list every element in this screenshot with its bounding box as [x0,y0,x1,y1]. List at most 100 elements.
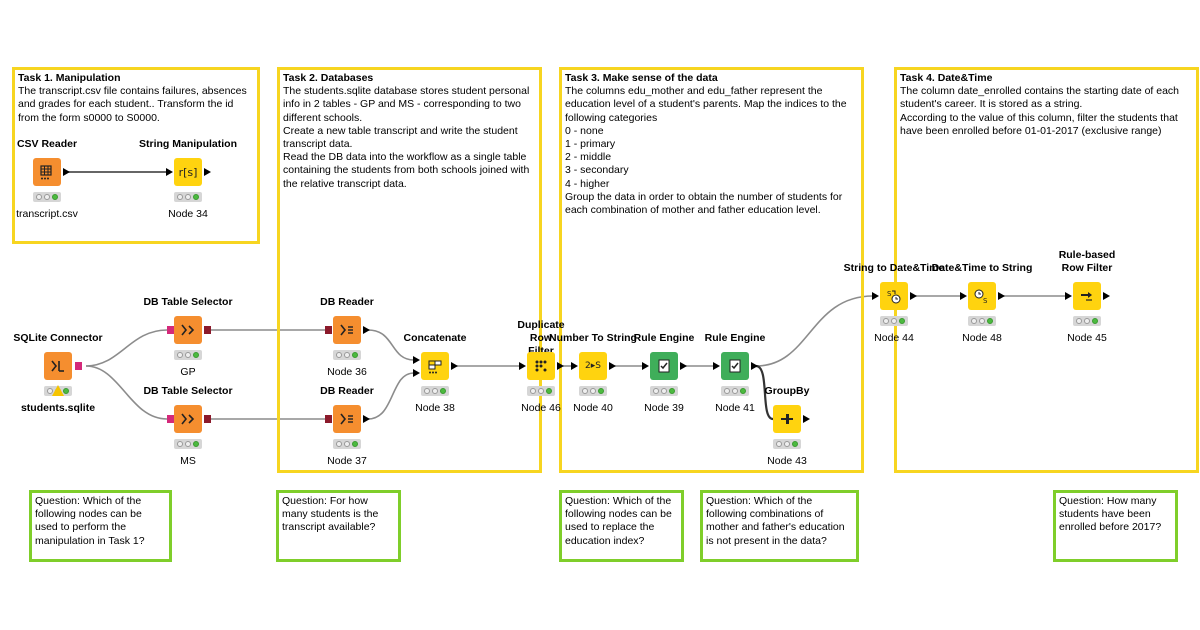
node-label: Node 48 [962,332,1002,344]
output-port[interactable] [680,362,687,370]
task4-body: The column date_enrolled contains the st… [900,85,1180,137]
status-indicator [968,316,996,326]
node-label: transcript.csv [16,208,78,220]
node-name: GroupBy [764,385,810,397]
status-indicator [174,439,202,449]
edge-reader37-to-concat [367,372,415,420]
output-port[interactable] [751,362,758,370]
node-label: Node 43 [767,455,807,467]
duplicate-filter-icon [527,352,555,380]
input-port[interactable] [713,362,720,370]
output-port[interactable] [451,362,458,370]
edge-sqlite-to-gp [85,329,168,367]
db-selector-icon [174,316,202,344]
status-indicator [773,439,801,449]
output-port[interactable] [204,168,211,176]
question2-text: Question: For how many students is the t… [282,495,382,534]
db-output-port[interactable] [204,415,211,423]
output-port[interactable] [998,292,1005,300]
db-input-port[interactable] [325,326,332,334]
node-name: SQLite Connector [13,332,103,344]
input-port-2[interactable] [413,369,420,377]
output-port[interactable] [363,415,370,423]
node-name: CSV Reader [16,138,78,150]
string-icon: r[s] [174,158,202,186]
node-name: DB Table Selector [143,385,233,397]
question4-annotation: Question: Which of the following combina… [700,490,859,562]
question3-annotation: Question: Which of the following nodes c… [559,490,684,562]
input-port[interactable] [571,362,578,370]
rule-engine-icon [650,352,678,380]
question5-text: Question: How many students have been en… [1059,495,1162,534]
status-indicator [174,350,202,360]
status-indicator [579,386,607,396]
db-input-port[interactable] [167,326,174,334]
status-indicator [33,192,61,202]
db-input-port[interactable] [167,415,174,423]
status-indicator [421,386,449,396]
node-label: Node 41 [715,402,755,414]
task1-title: Task 1. Manipulation [18,72,121,84]
input-port[interactable] [642,362,649,370]
db-input-port[interactable] [325,415,332,423]
node-label: Node 38 [415,402,455,414]
output-port[interactable] [609,362,616,370]
status-indicator [880,316,908,326]
node-name: Rule Engine [704,332,766,344]
input-port[interactable] [166,168,173,176]
rule-engine-icon [721,352,749,380]
input-port[interactable] [1065,292,1072,300]
question1-text: Question: Which of the following nodes c… [35,495,145,547]
node-name: String to Date&Time [843,262,945,274]
node-name: Number To String [549,332,637,344]
db-selector-icon [174,405,202,433]
task3-body: The columns edu_mother and edu_father re… [565,85,847,217]
node-label: Node 36 [327,366,367,378]
edge-rule41-to-groupby [755,364,774,421]
input-port-1[interactable] [413,356,420,364]
output-port[interactable] [363,326,370,334]
node-label: Node 40 [573,402,613,414]
status-indicator [721,386,749,396]
svg-text:S: S [983,297,988,305]
db-reader-icon [333,316,361,344]
db-output-port[interactable] [204,326,211,334]
task2-title: Task 2. Databases [283,72,374,84]
warning-icon [52,385,64,396]
node-name: Rule Engine [633,332,695,344]
concatenate-icon [421,352,449,380]
string-to-datetime-icon: S [880,282,908,310]
input-port[interactable] [872,292,879,300]
db-output-port[interactable] [75,362,82,370]
question3-text: Question: Which of the following nodes c… [565,495,675,547]
node-label: MS [180,455,196,467]
task3-title: Task 3. Make sense of the data [565,72,718,84]
task1-body: The transcript.csv file contains failure… [18,85,250,124]
edge-reader36-to-concat [367,329,415,361]
task3-annotation: Task 3. Make sense of the data The colum… [559,67,864,473]
node-name: DB Reader [320,385,374,397]
node-name: Concatenate [403,332,467,344]
task1-annotation: Task 1. Manipulation The transcript.csv … [12,67,260,244]
output-port[interactable] [557,362,564,370]
status-indicator [1073,316,1101,326]
output-port[interactable] [63,168,70,176]
node-label: Node 34 [168,208,208,220]
edge-sqlite-to-ms [85,365,168,420]
node-name: Date&Time to String [931,262,1033,274]
node-label: GP [180,366,196,378]
task2-annotation: Task 2. Databases The students.sqlite da… [277,67,542,473]
output-port[interactable] [803,415,810,423]
input-port[interactable] [519,362,526,370]
output-port[interactable] [910,292,917,300]
output-port[interactable] [1103,292,1110,300]
rule-filter-icon [1073,282,1101,310]
node-label: students.sqlite [20,402,96,414]
database-connector-icon [44,352,72,380]
groupby-icon [773,405,801,433]
question1-annotation: Question: Which of the following nodes c… [29,490,172,562]
task2-body: The students.sqlite database stores stud… [283,85,530,190]
status-indicator [333,350,361,360]
input-port[interactable] [960,292,967,300]
db-reader-icon [333,405,361,433]
